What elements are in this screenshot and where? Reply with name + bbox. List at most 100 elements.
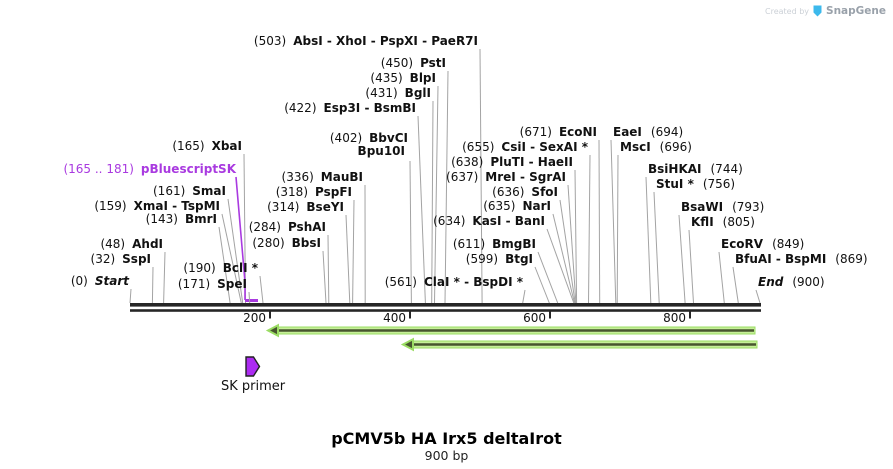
site-label-xmai-tspmi[interactable]: (159)XmaI - TspMI [94,200,220,213]
sk-primer-arrow-icon[interactable] [245,356,261,377]
site-position: (161) [153,184,186,198]
site-name: EcoRV [721,237,764,251]
site-name: pBluescriptSK [140,162,236,176]
site-label-pluti-haeii[interactable]: (638) PluTI - HaeII [451,156,573,169]
leader-line-bsihkai [645,176,652,304]
watermark-brand-label: SnapGene [826,5,886,17]
site-label-mrei-sgrai[interactable]: (637) MreI - SgrAI [446,171,566,184]
site-position: (435) [370,71,403,85]
site-label-absi-xhoi-pspxi-paer7i[interactable]: (503)AbsI - XhoI - PspXI - PaeR7I [254,35,478,48]
site-position: (336) [281,170,314,184]
site-label-nari[interactable]: (635)NarI [483,200,551,213]
leader-line-end [755,289,761,304]
site-label-bsihkai[interactable]: BsiHKAI(744) [648,163,743,176]
site-name: ClaI * - BspDI * [423,275,523,289]
site-label-msci[interactable]: MscI(696) [620,141,692,154]
site-label-sspi[interactable]: (32)SspI [91,253,151,266]
site-name: End [758,275,784,289]
site-name: CsiI - SexAI * [501,140,588,154]
leader-line-pspfi [352,199,355,304]
leader-line-stui [653,191,660,304]
site-position: (503) [253,34,287,48]
site-position: (805) [722,215,755,229]
site-name: BsaWI [681,200,724,214]
site-position: (694) [650,125,684,139]
leader-line-pshai [327,234,330,304]
site-name: SmaI [192,184,226,198]
site-position: (756) [702,177,736,191]
site-label-pshai[interactable]: (284)PshAI [249,221,326,234]
leader-line-eaei [610,139,617,304]
site-label-bgli[interactable]: (431) BglI [365,87,431,100]
site-label-bmri[interactable]: (143)BmrI [146,213,217,226]
site-position: (793) [732,200,765,214]
watermark-created-by-label: Created by [765,6,810,16]
site-name: BmrI [184,212,217,226]
leader-line-bbvci [409,160,412,304]
site-label-maubi[interactable]: (336)MauBI [282,171,363,184]
site-label-bcli[interactable]: (190)BclI * [183,262,258,275]
site-name: EaeI [613,125,642,139]
site-name: BbsI [291,236,321,250]
site-label-stui[interactable]: StuI *(756) [656,178,735,191]
site-label-pbluescriptsk[interactable]: (165 .. 181)pBluescriptSK [63,163,236,176]
site-label-ahdi[interactable]: (48)AhdI [100,238,163,251]
site-position: (450) [380,56,414,70]
site-position: (431) [365,86,398,100]
site-label-psti[interactable]: (450)PstI [381,57,446,70]
leader-line-absi-xhoi-pspxi-paer7i [479,48,483,304]
site-name: KasI - BanI [472,214,545,228]
leader-line-esp3i-bsmbi [417,115,426,304]
site-label-sfoi[interactable]: (636)SfoI [492,186,558,199]
site-position: (637) [446,170,479,184]
site-name: PluTI - HaeII [490,155,573,169]
site-name: MreI - SgrAI [485,170,566,184]
site-name: BmgBI [492,237,536,251]
leader-line-start [129,288,132,304]
site-label-bfuai-bspmi[interactable]: BfuAI - BspMI(869) [735,253,868,266]
snapgene-logo-icon [813,5,822,17]
leader-line-psti [444,70,449,304]
site-name: BlpI [409,71,436,85]
leader-line-bmri [218,226,231,304]
leader-line-xmai-tspmi [221,213,242,304]
site-label-kasi-bani[interactable]: (634)KasI - BanI [433,215,545,228]
leader-line-bfuai-bspmi [732,266,739,304]
site-label-xbai[interactable]: (165)XbaI [172,140,242,153]
site-label-blpi[interactable]: (435) BlpI [370,72,436,85]
site-label-eaei[interactable]: EaeI (694) [613,126,683,139]
site-label-bmgbi[interactable]: (611) BmgBI [453,238,536,251]
plasmid-length: 900 bp [424,448,469,463]
site-label-kfli[interactable]: KflI(805) [691,216,755,229]
site-label-csii-sexai[interactable]: (655)CsiI - SexAI * [462,141,588,154]
site-label-btgi[interactable]: (599)BtgI [466,253,533,266]
leader-line-bgli [431,100,434,304]
site-label-smai[interactable]: (161) SmaI [153,185,226,198]
site-label-ecorv[interactable]: EcoRV(849) [721,238,804,251]
site-label-spei[interactable]: (171)SpeI [178,278,247,291]
site-position: (0) [70,274,88,288]
site-label-econi[interactable]: (671)EcoNI [520,126,597,139]
tick-label-200: 200 [243,311,266,325]
site-name: BglI [404,86,431,100]
plasmid-title: pCMV5b HA Irx5 deltaIrot [331,429,562,448]
site-label-end[interactable]: End(900) [758,276,825,289]
site-position: (869) [835,252,868,266]
site-label-start[interactable]: (0)Start [71,275,129,288]
site-position: (32) [90,252,116,266]
site-label-clai-bspdi[interactable]: (561)ClaI * - BspDI * [385,276,523,289]
leader-line-pluti-haeii [574,169,578,304]
site-position: (159) [94,199,127,213]
site-position: (671) [519,125,552,139]
sk-primer-label[interactable]: SK primer [221,379,286,394]
site-label-bbsi[interactable]: (280)BbsI [252,237,321,250]
site-position: (611) [452,237,486,251]
leader-line-csii-sexai [588,154,591,304]
site-label-bsawi[interactable]: BsaWI (793) [681,201,764,214]
site-label-bseyi[interactable]: (314)BseYI [267,201,344,214]
site-name: NarI [522,199,551,213]
site-position: (638) [451,155,484,169]
site-label-pspfi[interactable]: (318)PspFI [276,186,352,199]
site-label-esp3i-bsmbi[interactable]: (422)Esp3I - BsmBI [284,102,416,115]
